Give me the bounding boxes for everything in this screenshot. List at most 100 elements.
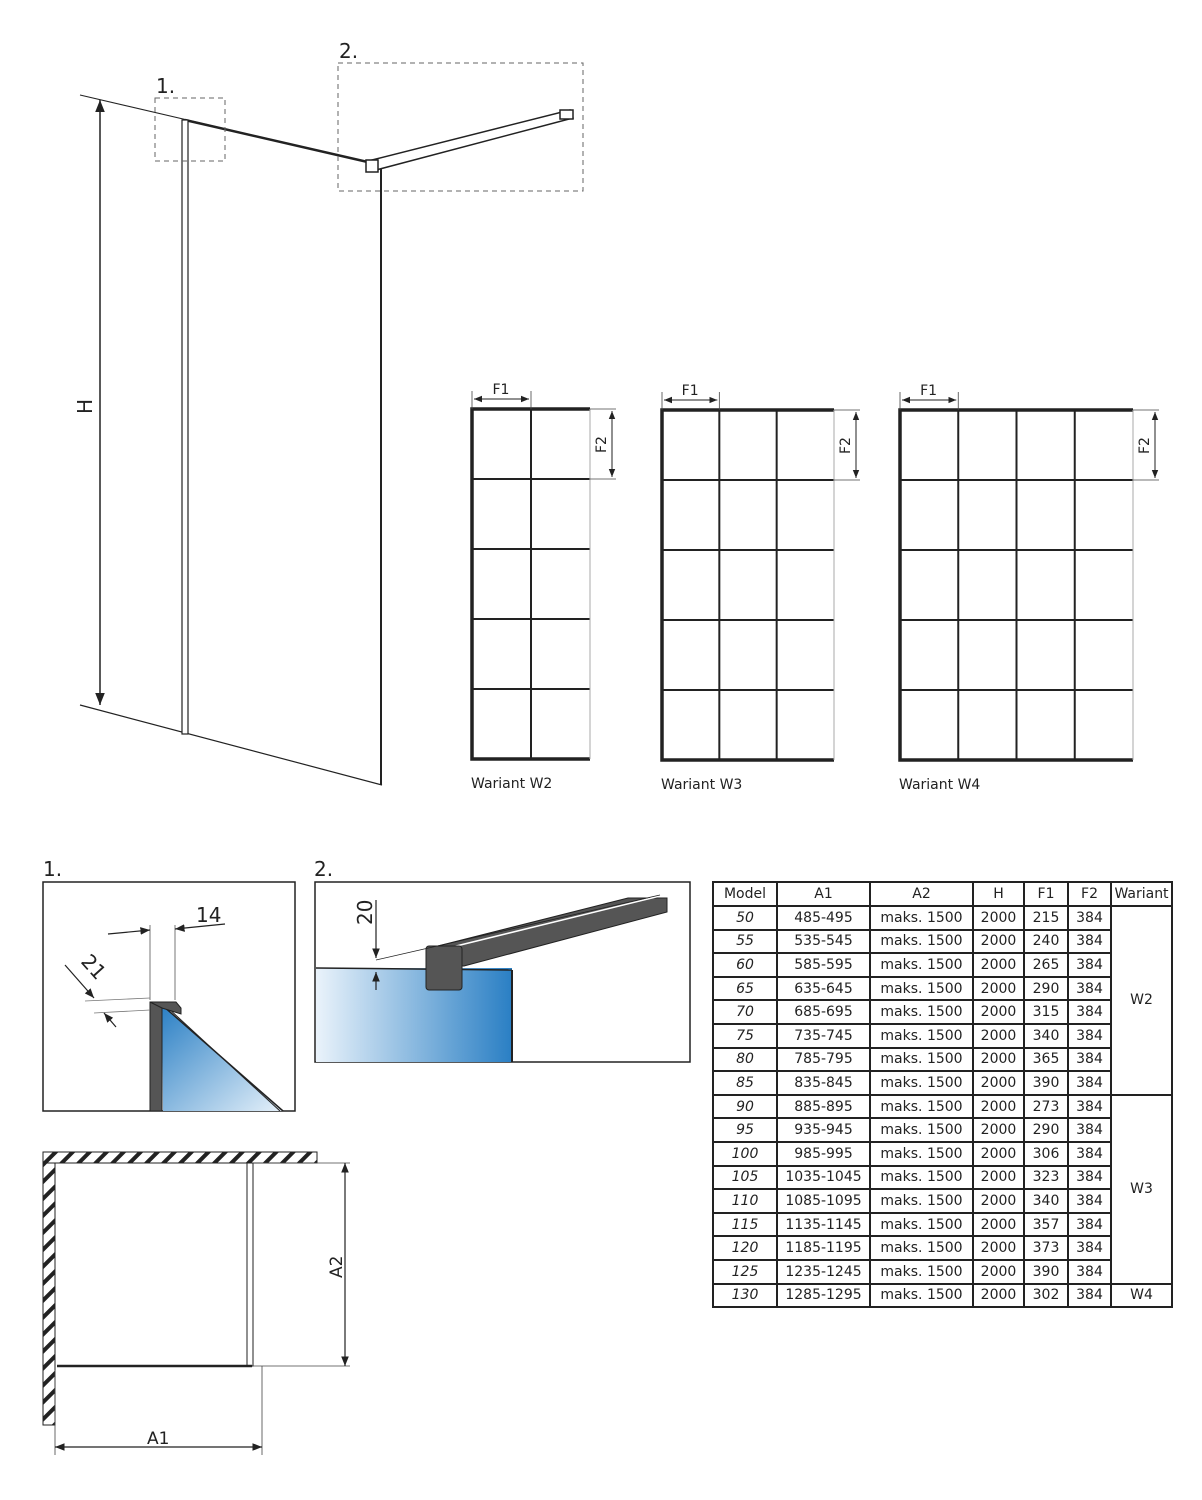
table-cell: 357 xyxy=(1023,1211,1069,1238)
table-cell: 130 xyxy=(712,1282,778,1309)
table-cell: maks. 1500 xyxy=(869,1117,974,1143)
table-cell: 2000 xyxy=(972,1258,1025,1285)
table-cell: 885-895 xyxy=(776,1093,871,1120)
table-cell: 384 xyxy=(1067,1022,1112,1049)
table-cell: 55 xyxy=(712,928,778,955)
table-cell: 935-945 xyxy=(776,1117,871,1143)
detail-2-marker xyxy=(337,62,584,192)
table-cell: 635-645 xyxy=(776,975,871,1002)
f2-label: F2 xyxy=(1137,437,1153,454)
detail-2: 2. 20 xyxy=(314,857,691,1063)
table-cell: 585-595 xyxy=(776,952,871,978)
wall-hatch-left xyxy=(42,1162,56,1426)
table-cell: 390 xyxy=(1023,1258,1069,1285)
table-cell: 985-995 xyxy=(776,1140,871,1167)
column-header: F1 xyxy=(1023,881,1069,907)
f2-label: F2 xyxy=(594,436,610,453)
table-cell: maks. 1500 xyxy=(869,905,974,931)
table-cell: 384 xyxy=(1067,1140,1112,1167)
table-cell: 240 xyxy=(1023,928,1069,955)
plan-profile xyxy=(246,1162,254,1367)
table-cell: maks. 1500 xyxy=(869,1211,974,1238)
table-cell: 95 xyxy=(712,1117,778,1143)
table-cell: 2000 xyxy=(972,1046,1025,1073)
variant-cell: W3 xyxy=(1110,1093,1173,1285)
detail-1-callout: 1. xyxy=(156,74,175,98)
table-cell: 835-845 xyxy=(776,1070,871,1096)
table-cell: 340 xyxy=(1023,1188,1069,1214)
variant-cell: W2 xyxy=(1110,905,1173,1096)
table-cell: 100 xyxy=(712,1140,778,1167)
table-cell: 105 xyxy=(712,1164,778,1191)
detail-1: 1. 14 21 xyxy=(42,857,296,1112)
table-cell: 2000 xyxy=(972,999,1025,1025)
table-cell: 384 xyxy=(1067,1093,1112,1120)
a2-label: A2 xyxy=(327,1256,347,1278)
table-cell: 485-495 xyxy=(776,905,871,931)
table-cell: 120 xyxy=(712,1235,778,1261)
table-cell: 90 xyxy=(712,1093,778,1120)
table-cell: 315 xyxy=(1023,999,1069,1025)
table-cell: 2000 xyxy=(972,1164,1025,1191)
table-cell: 1185-1195 xyxy=(776,1235,871,1261)
table-cell: 110 xyxy=(712,1188,778,1214)
table-cell: 302 xyxy=(1023,1282,1069,1309)
table-cell: 384 xyxy=(1067,1235,1112,1261)
grid-frame xyxy=(898,408,1133,762)
table-cell: 215 xyxy=(1023,905,1069,931)
grid-frame xyxy=(660,408,834,762)
variant-name: Wariant W3 xyxy=(661,777,742,793)
table-cell: 384 xyxy=(1067,1046,1112,1073)
table-cell: 2000 xyxy=(972,1070,1025,1096)
table-cell: maks. 1500 xyxy=(869,1140,974,1167)
table-cell: 384 xyxy=(1067,1211,1112,1238)
table-cell: 125 xyxy=(712,1258,778,1285)
table-cell: 384 xyxy=(1067,999,1112,1025)
a1-label: A1 xyxy=(147,1429,169,1449)
table-cell: 2000 xyxy=(972,1282,1025,1309)
table-cell: 2000 xyxy=(972,1117,1025,1143)
table-cell: 75 xyxy=(712,1022,778,1049)
table-cell: 384 xyxy=(1067,975,1112,1002)
plan-view: A2 A1 xyxy=(42,1151,350,1455)
table-cell: 65 xyxy=(712,975,778,1002)
table-cell: 2000 xyxy=(972,952,1025,978)
table-cell: 384 xyxy=(1067,1188,1112,1214)
f1-label: F1 xyxy=(682,383,699,399)
width-dimension-14: 14 xyxy=(196,903,221,927)
table-cell: 384 xyxy=(1067,905,1112,931)
table-cell: maks. 1500 xyxy=(869,999,974,1025)
table-cell: 785-795 xyxy=(776,1046,871,1073)
detail-1-marker xyxy=(154,97,226,162)
wall-hatch-top xyxy=(42,1151,318,1164)
height-label: H xyxy=(73,399,97,414)
table-cell: 306 xyxy=(1023,1140,1069,1167)
column-header: Wariant xyxy=(1110,881,1173,907)
table-cell: 2000 xyxy=(972,905,1025,931)
table-cell: 2000 xyxy=(972,928,1025,955)
detail-2-callout: 2. xyxy=(339,39,358,63)
table-cell: maks. 1500 xyxy=(869,928,974,955)
floor-line xyxy=(79,704,383,786)
table-cell: maks. 1500 xyxy=(869,1258,974,1285)
table-cell: maks. 1500 xyxy=(869,1282,974,1309)
table-cell: 535-545 xyxy=(776,928,871,955)
table-cell: 365 xyxy=(1023,1046,1069,1073)
table-cell: 2000 xyxy=(972,1235,1025,1261)
detail-1-title: 1. xyxy=(43,857,62,881)
f1-label: F1 xyxy=(920,383,937,399)
table-cell: 1285-1295 xyxy=(776,1282,871,1309)
column-header: A1 xyxy=(776,881,871,907)
table-cell: 390 xyxy=(1023,1070,1069,1096)
table-cell: 1235-1245 xyxy=(776,1258,871,1285)
